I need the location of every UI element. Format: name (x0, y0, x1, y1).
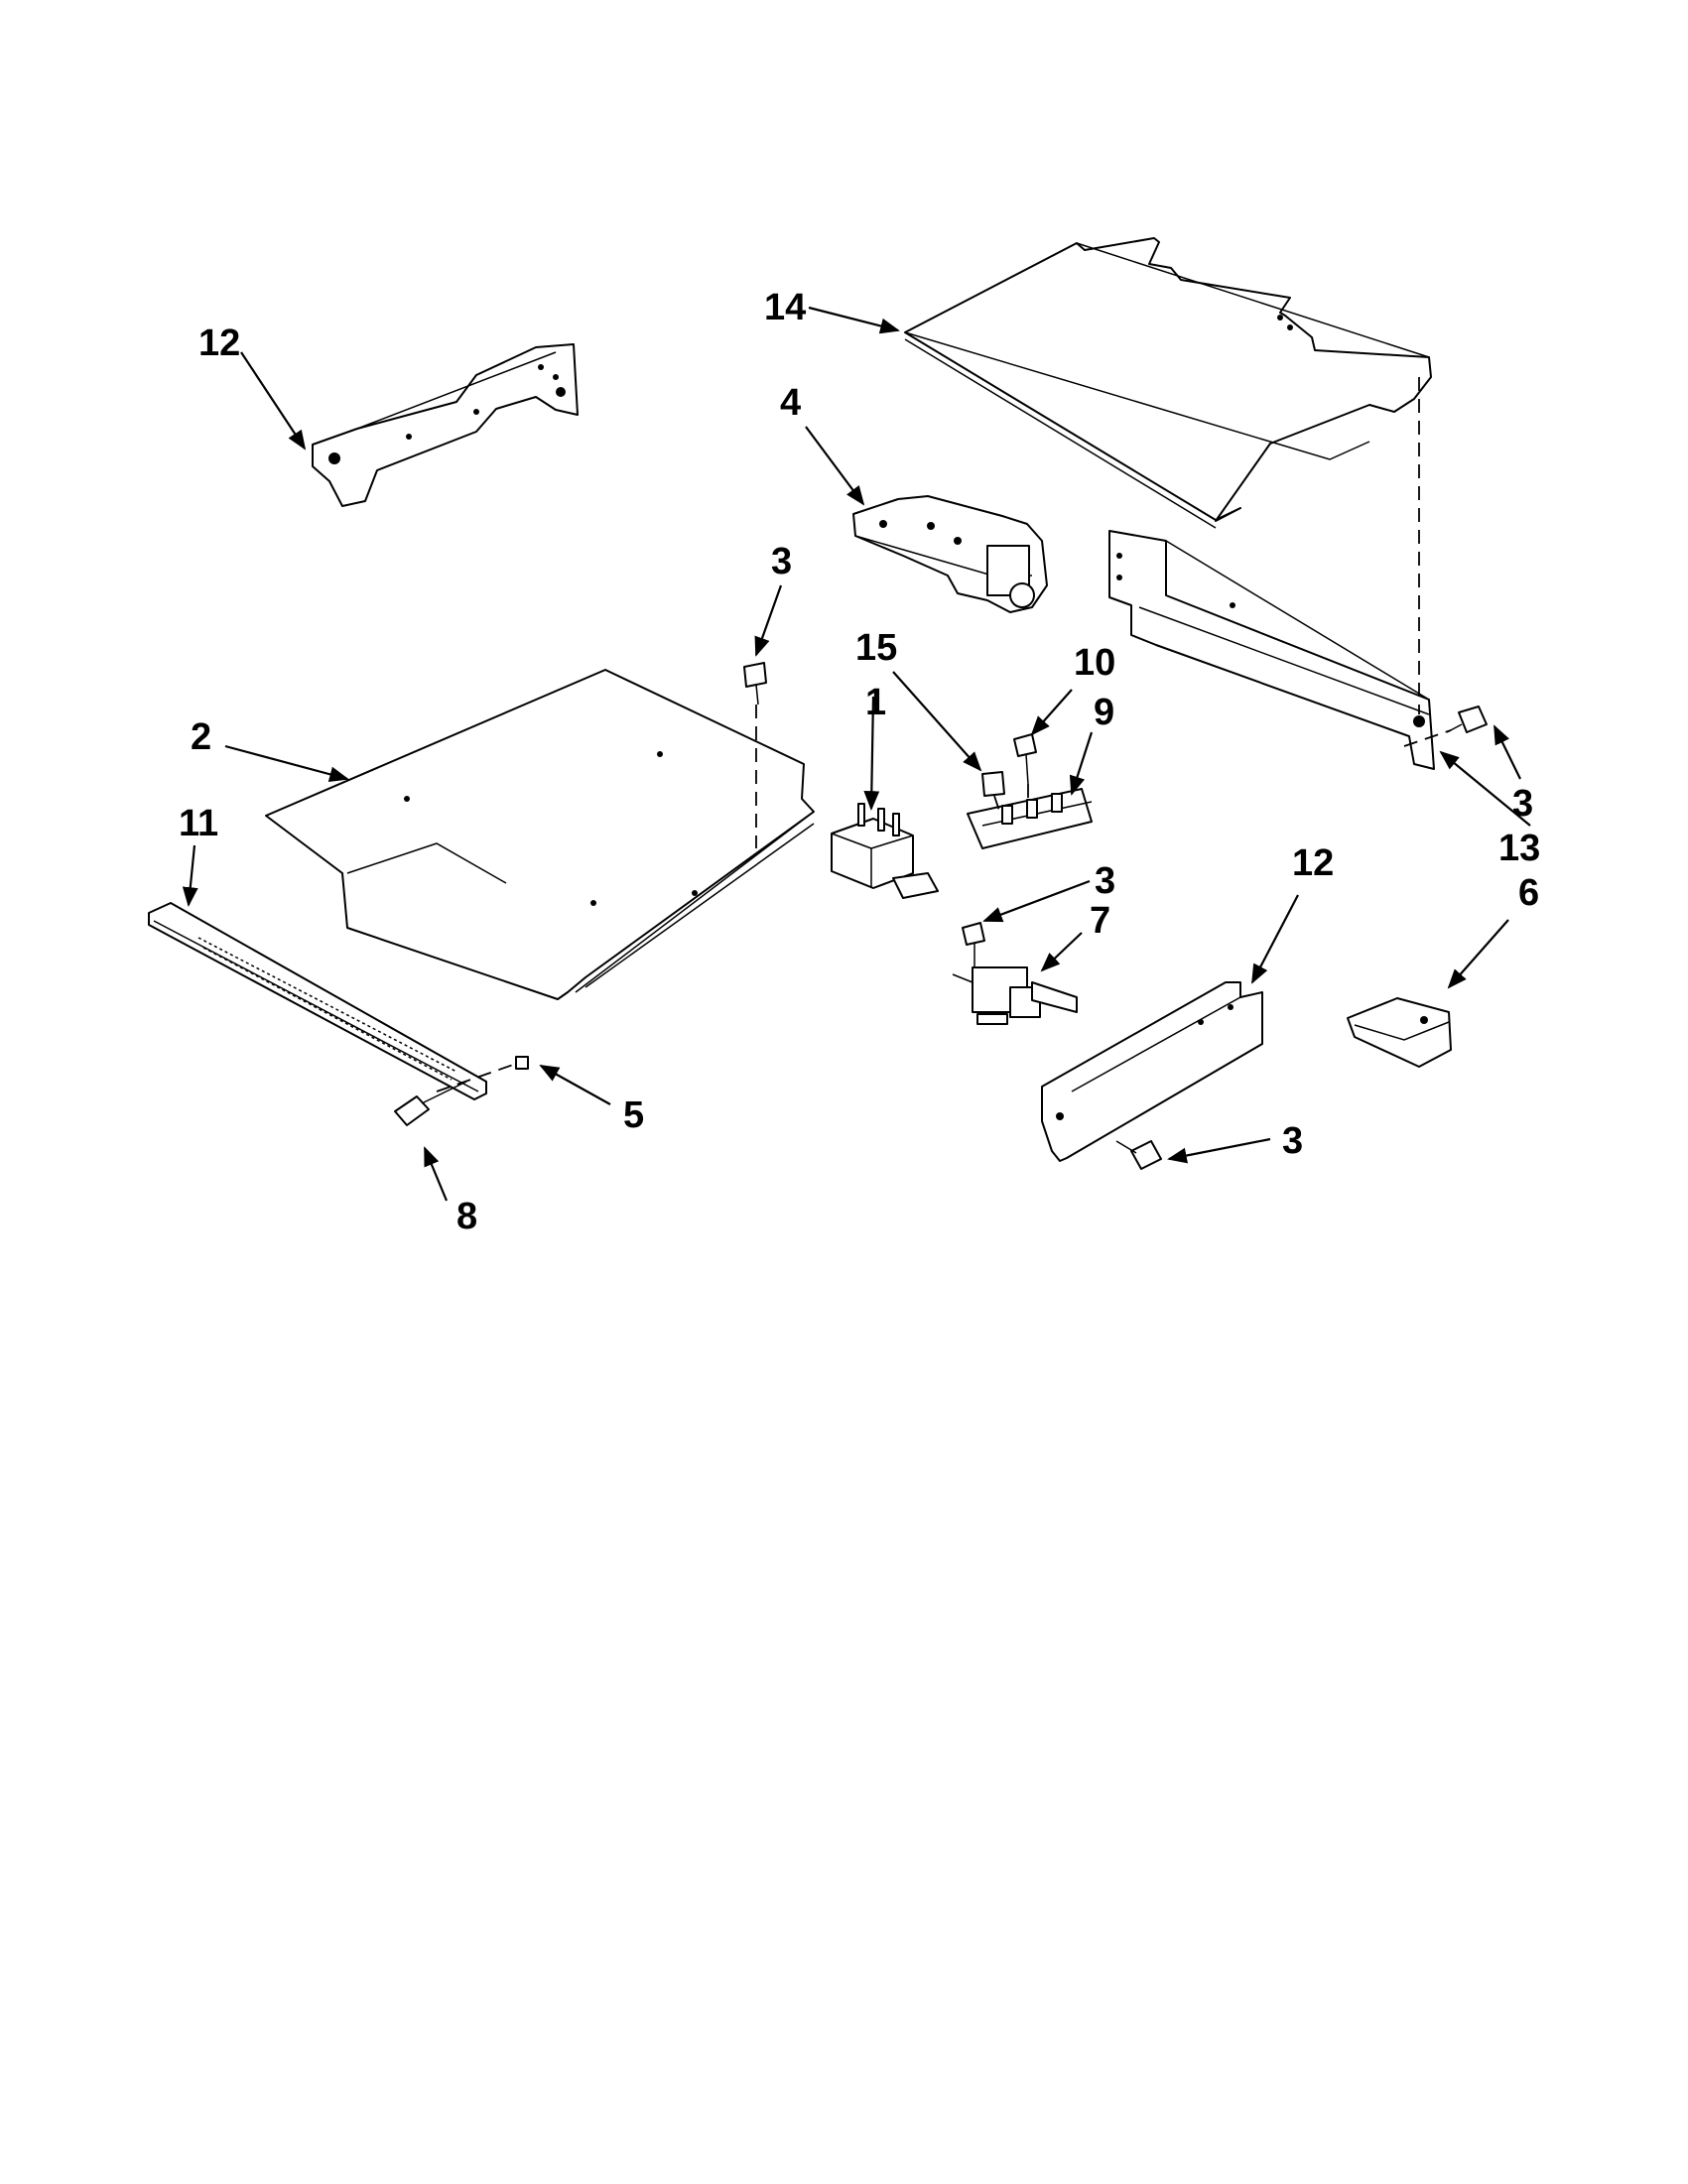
part-3-screw-right (1446, 706, 1488, 733)
part-12-bracket-right (1041, 981, 1263, 1162)
part-3-screw-center (962, 922, 985, 967)
leader-arrows (182, 306, 1531, 1202)
callout-14: 14 (764, 287, 806, 328)
callout-12-left: 12 (198, 322, 240, 364)
callout-8: 8 (456, 1196, 477, 1237)
callout-3-upper: 3 (771, 541, 792, 582)
part-3-screw-upper (743, 662, 767, 706)
callout-6: 6 (1518, 872, 1539, 914)
callout-13: 13 (1498, 828, 1540, 869)
part-15-nut (981, 771, 1005, 797)
part-11-rail (148, 902, 487, 1100)
callout-15: 15 (855, 627, 897, 669)
callout-9: 9 (1094, 692, 1114, 733)
part-13-rear-bracket (1108, 530, 1435, 770)
part-1-relay (831, 803, 939, 899)
part-4-latch-assembly (852, 495, 1048, 613)
part-5-clip (515, 1056, 529, 1070)
callout-5: 5 (623, 1094, 644, 1136)
part-14-cover-panel (904, 237, 1432, 529)
callout-3-center: 3 (1095, 860, 1115, 902)
part-9-terminal-block (967, 788, 1093, 849)
callout-3-right: 3 (1512, 783, 1533, 825)
callout-4: 4 (780, 382, 801, 424)
callout-2: 2 (191, 716, 211, 758)
part-6-box-bracket (1347, 997, 1452, 1068)
callout-7: 7 (1090, 900, 1110, 942)
part-2-baffle-panel (265, 669, 815, 1000)
part-7-transformer (952, 966, 1078, 1025)
alignment-lines (436, 377, 1452, 1092)
part-8-screw (394, 1081, 467, 1126)
callout-11: 11 (179, 803, 218, 844)
part-3-screw-bottom (1115, 1140, 1162, 1170)
part-10-screw (1013, 733, 1037, 785)
callout-12-right: 12 (1292, 842, 1334, 884)
part-12-bracket-left (312, 343, 579, 507)
callout-10: 10 (1074, 642, 1115, 684)
callout-3-bottom: 3 (1282, 1120, 1303, 1162)
callout-1: 1 (865, 682, 886, 723)
callout-labels: 14 12 4 3 15 10 1 9 2 11 3 13 12 3 6 7 5… (179, 287, 1540, 1237)
